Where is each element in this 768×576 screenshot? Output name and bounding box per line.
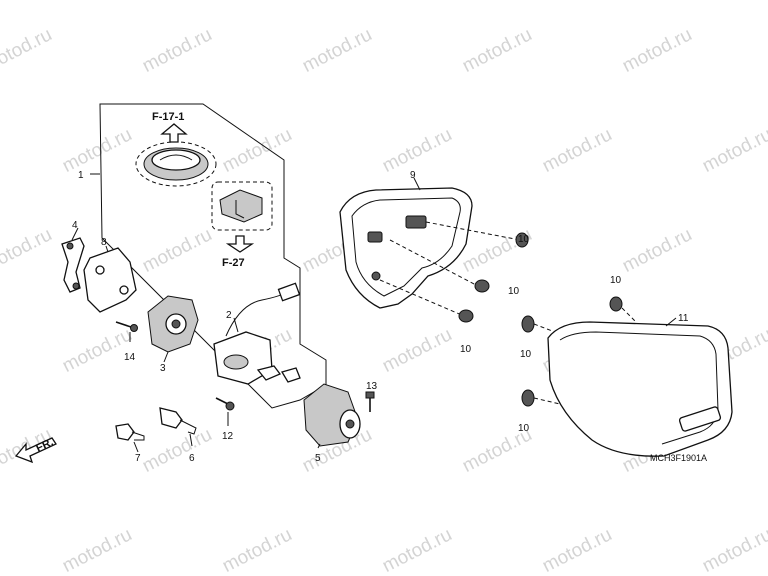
seat-bracket-icon <box>219 189 263 223</box>
label-7: 7 <box>135 453 141 464</box>
leader-8 <box>105 245 109 253</box>
left-side-cover-inner <box>351 197 461 297</box>
lock-body-key <box>345 419 355 429</box>
guide-6 <box>621 307 637 323</box>
label-10e: 10 <box>518 423 530 434</box>
label-9: 9 <box>410 170 416 181</box>
arrow-down-icon <box>225 235 255 253</box>
grommet-e-icon <box>521 389 535 407</box>
label-10b: 10 <box>508 286 520 297</box>
key-6-icon <box>179 419 197 435</box>
honda-emblem-icon <box>678 406 722 432</box>
grommet-a-icon <box>515 232 529 248</box>
key-7-bow <box>115 423 135 441</box>
ignition-switch-face <box>223 354 249 370</box>
stay-bolt-b <box>72 282 80 290</box>
right-side-cover-icon <box>547 321 733 457</box>
cover-clip-a <box>405 215 427 229</box>
label-11: 11 <box>678 313 689 324</box>
plate-hole-a <box>95 265 105 275</box>
reference-up: F-17-1 <box>152 111 184 123</box>
grommet-b-icon <box>474 279 490 293</box>
bracket-outline <box>211 181 273 231</box>
cover-clip-b <box>367 231 383 243</box>
leader-5 <box>317 443 321 449</box>
label-10d: 10 <box>520 349 532 360</box>
guide-2 <box>389 239 479 287</box>
seat-bracket-detail <box>235 200 245 219</box>
stay-bracket-icon <box>61 237 85 293</box>
label-10a: 10 <box>518 234 530 245</box>
label-10f: 10 <box>610 275 622 286</box>
key-6-bow <box>159 407 183 429</box>
label-3: 3 <box>160 363 166 374</box>
fuel-cap-top <box>151 149 201 171</box>
plate-hole-b <box>119 285 129 295</box>
label-5: 5 <box>315 453 321 464</box>
bolt-13-head <box>365 391 375 399</box>
connector-icon <box>277 282 301 302</box>
grommet-d-icon <box>521 315 535 333</box>
fuel-cap-detail <box>159 154 193 161</box>
stay-bolt-a <box>66 242 74 250</box>
guide-1 <box>425 221 521 241</box>
leader-9 <box>413 177 421 191</box>
leader-2 <box>233 317 239 333</box>
cover-pin <box>371 271 381 281</box>
label-14: 14 <box>124 352 136 363</box>
screw-12-head <box>225 401 235 411</box>
front-arrow-icon <box>14 437 57 464</box>
label-4: 4 <box>72 220 78 231</box>
guide-3 <box>379 279 465 317</box>
guide-5 <box>533 397 561 405</box>
key-7-icon <box>131 431 145 441</box>
switch-key-blade <box>281 367 301 383</box>
label-8: 8 <box>101 237 107 248</box>
label-12: 12 <box>222 431 234 442</box>
leader-7 <box>133 441 139 453</box>
right-side-cover-inner <box>559 331 719 445</box>
label-13: 13 <box>366 381 378 392</box>
grommet-c-icon <box>458 309 474 323</box>
switch-key-icon <box>256 365 282 381</box>
screw-14-head <box>130 324 138 332</box>
label-2: 2 <box>226 310 232 321</box>
fuel-cap-outline <box>135 141 217 187</box>
reference-down: F-27 <box>222 257 245 269</box>
leader-11 <box>665 317 677 327</box>
label-6: 6 <box>189 453 195 464</box>
arrow-up-icon <box>160 123 188 143</box>
mount-plate-icon <box>83 247 137 313</box>
leader-4 <box>71 227 79 241</box>
label-1: 1 <box>78 170 84 181</box>
leader-3 <box>163 351 169 363</box>
lock-housing-key <box>171 319 181 329</box>
label-10c: 10 <box>460 344 472 355</box>
leader-6 <box>189 433 193 447</box>
screw-12-icon <box>215 397 229 405</box>
grommet-f-icon <box>609 296 623 312</box>
diagram-code: MCH3F1901A <box>650 453 707 463</box>
